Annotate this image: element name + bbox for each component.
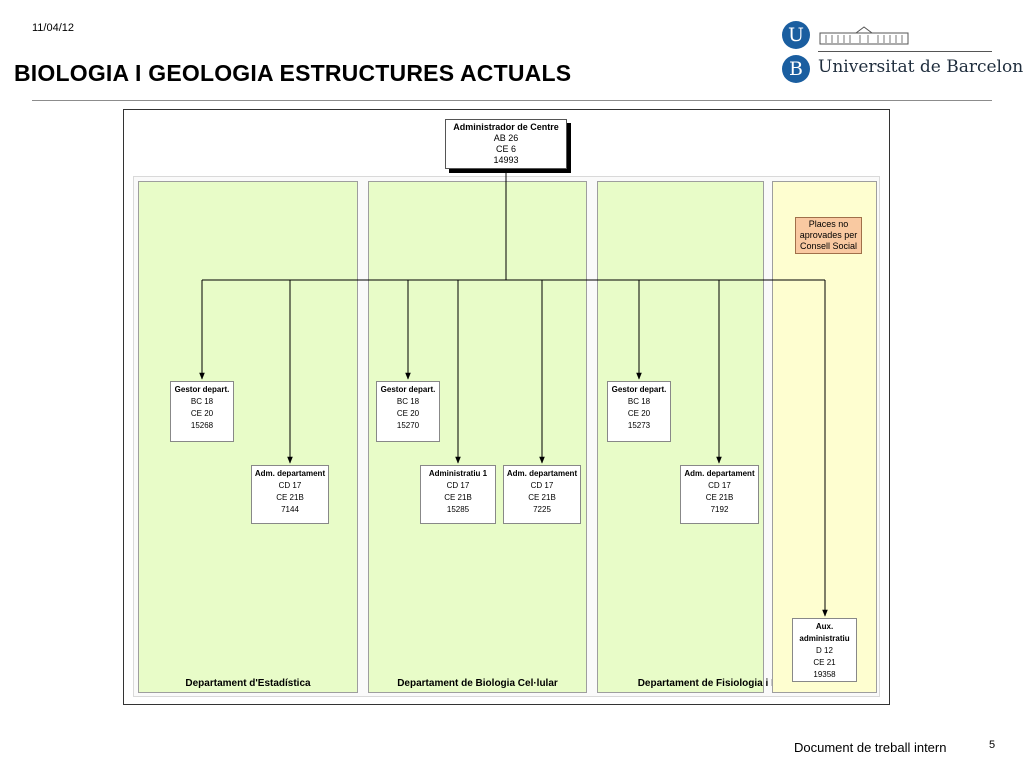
org-node-administratiu-1: Administratiu 1 CD 17 CE 21B 15285 bbox=[420, 465, 496, 524]
logo-letter-b: B bbox=[782, 55, 810, 83]
node-line: BC 18 bbox=[627, 397, 651, 406]
org-node-aux-administratiu: Aux. administratiu D 12 CE 21 19358 bbox=[792, 618, 857, 682]
node-line: 15273 bbox=[627, 421, 651, 430]
node-line: BC 18 bbox=[396, 397, 420, 406]
node-title: Adm. departament bbox=[684, 469, 755, 478]
node-line: CE 21B bbox=[276, 493, 304, 502]
logo-divider bbox=[818, 51, 992, 52]
org-node-gestor-depart: Gestor depart. BC 18 CE 20 15268 bbox=[170, 381, 234, 442]
node-line: CD 17 bbox=[708, 481, 731, 490]
footer-note: Document de treball intern bbox=[794, 740, 947, 755]
places-note: Places no aprovades per Consell Social bbox=[795, 217, 862, 254]
node-line: CE 21B bbox=[705, 493, 734, 502]
logo-university-name: Universitat de Barcelona bbox=[818, 57, 1024, 77]
node-line: CE 6 bbox=[495, 144, 516, 154]
node-title: Gestor depart. bbox=[611, 385, 667, 394]
department-label: Departament de Biologia Cel·lular bbox=[397, 678, 558, 689]
node-title: Adm. departament bbox=[506, 469, 578, 478]
node-title: Administratiu 1 bbox=[428, 469, 488, 478]
node-line: 7225 bbox=[533, 505, 551, 514]
node-line: 15268 bbox=[190, 421, 214, 430]
building-icon bbox=[819, 26, 909, 45]
title-divider bbox=[32, 100, 992, 101]
node-line: AB 26 bbox=[493, 133, 519, 143]
node-line: CD 17 bbox=[278, 481, 302, 490]
node-title: Aux. administratiu bbox=[799, 622, 850, 643]
node-line: 7144 bbox=[281, 505, 299, 514]
org-node-gestor-depart: Gestor depart. BC 18 CE 20 15273 bbox=[607, 381, 671, 442]
node-line: CE 21B bbox=[444, 493, 472, 502]
node-title: Gestor depart. bbox=[380, 385, 436, 394]
org-node-administrador-centre: Administrador de Centre AB 26 CE 6 14993 bbox=[445, 119, 567, 169]
org-node-gestor-depart: Gestor depart. BC 18 CE 20 15270 bbox=[376, 381, 440, 442]
node-line: 7192 bbox=[710, 505, 729, 514]
node-line: CE 20 bbox=[627, 409, 651, 418]
org-node-adm-departament: Adm. departament CD 17 CE 21B 7192 bbox=[680, 465, 759, 524]
org-node-adm-departament: Adm. departament CD 17 CE 21B 7225 bbox=[503, 465, 581, 524]
page-number: 5 bbox=[989, 739, 996, 751]
slide-date: 11/04/12 bbox=[32, 22, 75, 34]
node-title: Gestor depart. bbox=[174, 385, 230, 394]
node-line: CE 21 bbox=[813, 658, 836, 667]
node-line: 15270 bbox=[396, 421, 420, 430]
node-title: Administrador de Centre bbox=[453, 122, 559, 132]
org-node-adm-departament: Adm. departament CD 17 CE 21B 7144 bbox=[251, 465, 329, 524]
logo-letter-u: U bbox=[782, 21, 810, 49]
node-line: 19358 bbox=[813, 670, 836, 679]
slide-title: BIOLOGIA I GEOLOGIA ESTRUCTURES ACTUALS bbox=[14, 60, 572, 86]
department-label: Departament de Fisiologia i Immunologia bbox=[637, 678, 834, 689]
node-line: 14993 bbox=[493, 155, 519, 165]
node-title: Adm. departament bbox=[254, 469, 326, 478]
node-line: D 12 bbox=[816, 646, 833, 655]
department-label: Departament d'Estadística bbox=[185, 678, 311, 689]
node-line: CD 17 bbox=[530, 481, 554, 490]
node-line: CD 17 bbox=[446, 481, 470, 490]
university-logo: U B Universitat de Barcelona bbox=[780, 17, 1024, 83]
node-line: BC 18 bbox=[190, 397, 214, 406]
node-line: CE 20 bbox=[190, 409, 214, 418]
node-line: 15285 bbox=[446, 505, 470, 514]
node-line: CE 20 bbox=[396, 409, 420, 418]
node-line: CE 21B bbox=[528, 493, 556, 502]
